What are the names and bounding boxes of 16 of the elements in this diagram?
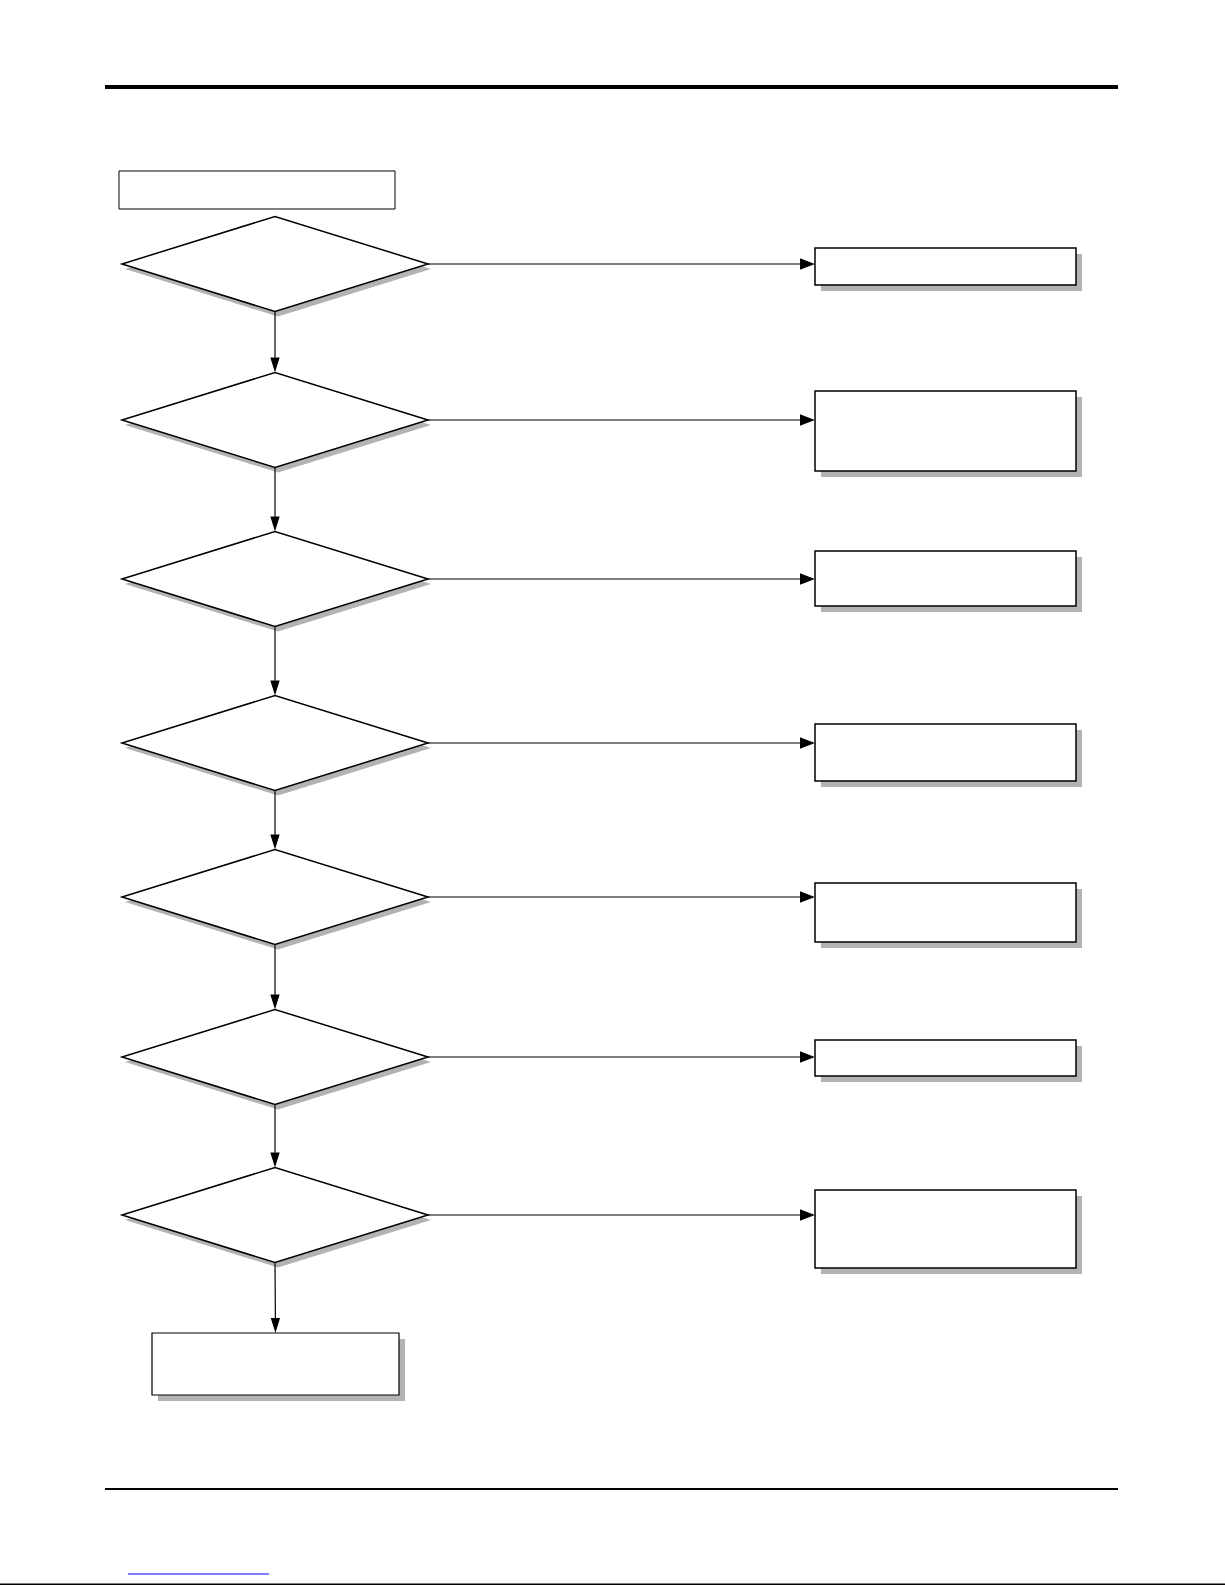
decision-diamond: [119, 694, 431, 796]
decision-diamond: [119, 530, 431, 632]
process-box: [814, 1039, 1082, 1082]
process-box: [814, 882, 1082, 948]
process-box: [814, 390, 1082, 477]
process-box: [814, 247, 1082, 291]
decision-diamond: [119, 1008, 431, 1110]
process-box: [118, 170, 396, 210]
process-box: [814, 723, 1082, 787]
decision-diamond: [119, 848, 431, 950]
process-box: [814, 1189, 1082, 1274]
process-box: [814, 550, 1082, 612]
decision-diamond: [119, 371, 431, 473]
decision-diamond: [119, 1166, 431, 1268]
decision-diamond: [119, 215, 431, 317]
process-box: [151, 1332, 405, 1401]
